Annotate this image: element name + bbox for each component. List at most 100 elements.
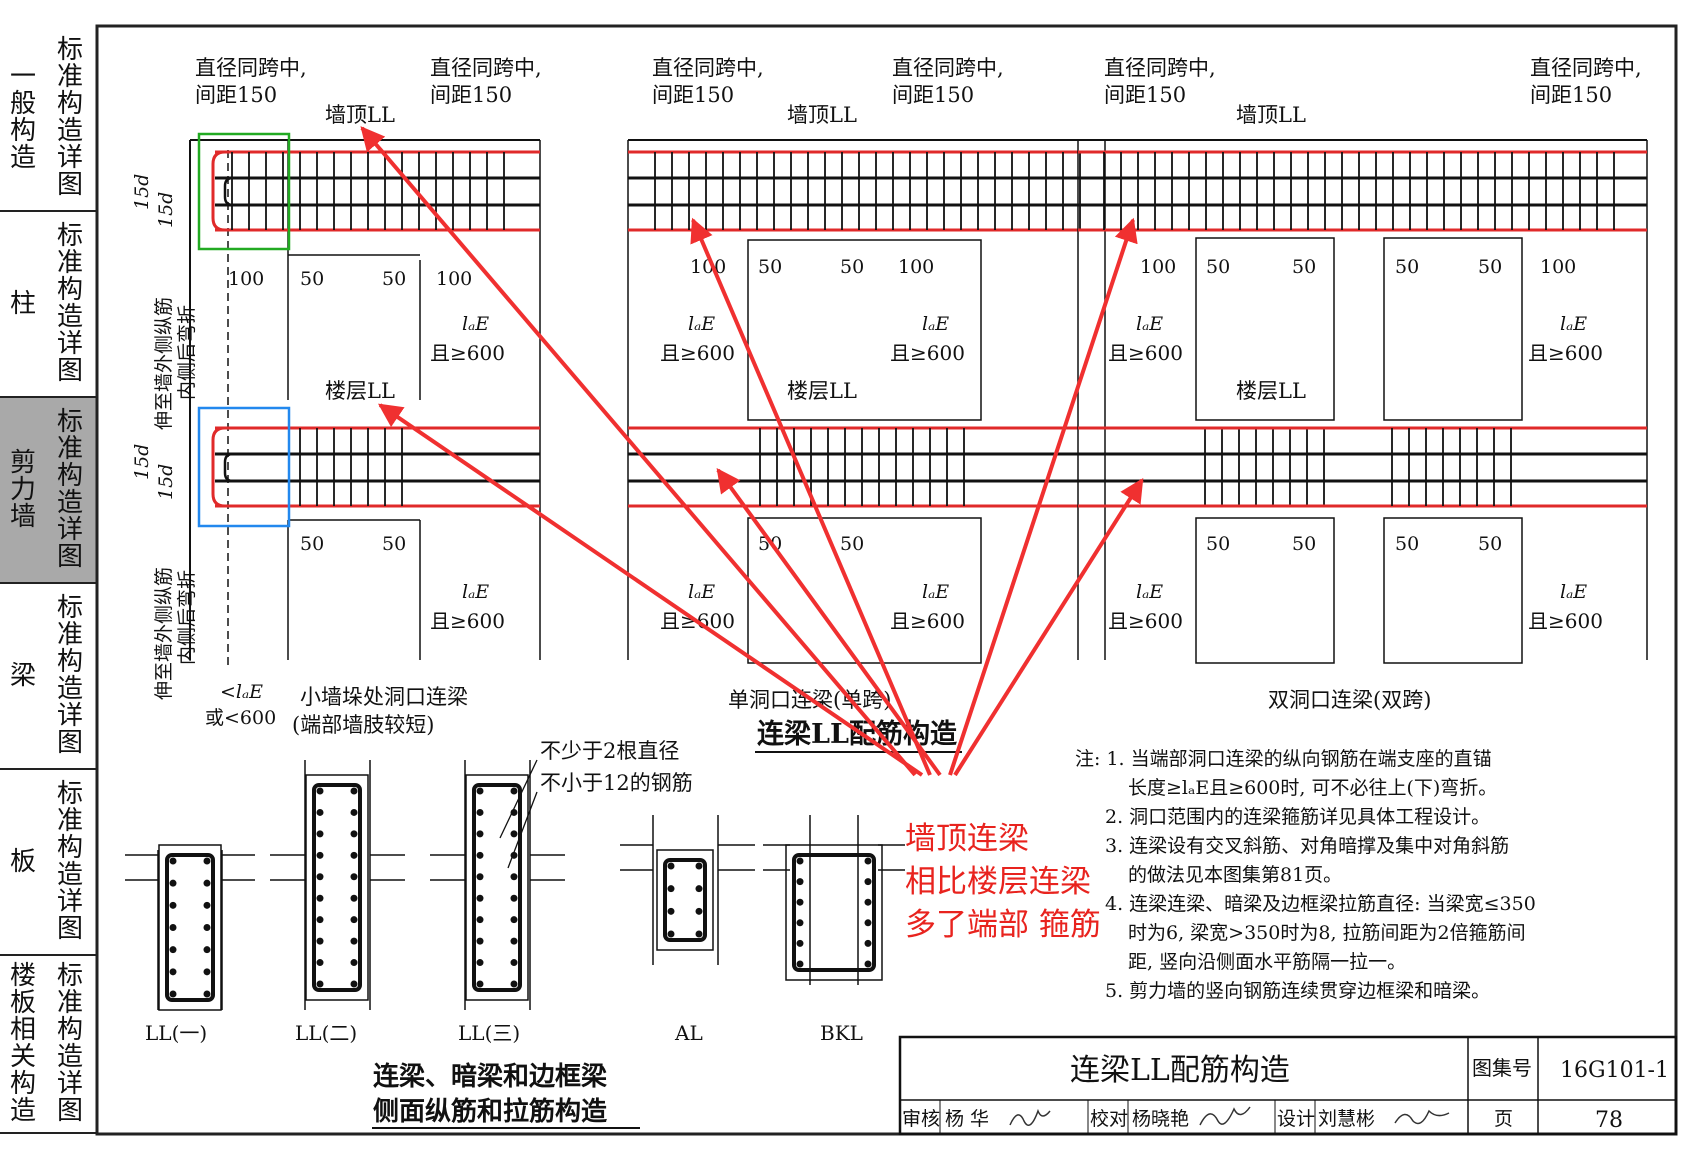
dim-ge600-p2a: 且≥600 [660,341,735,365]
sec-ll2-outline [305,774,369,1001]
panel-double-opening [1077,139,1648,664]
rebar-dot [169,968,177,976]
sidebar-item-0[interactable]: 一般构造标准构造详图 [0,26,97,212]
rebar-dot [510,916,518,924]
note-line-6: 4. 连梁连梁、暗梁及边框梁拉筋直径: 当梁宽≤350 [1105,893,1536,915]
dim-100-p1b: 100 [436,268,472,290]
annotation-line-2: 相比楼层连梁 [905,864,1091,900]
note-line-5: 的做法见本图集第81页。 [1128,864,1342,886]
note-line-9: 5. 剪力墙的竖向钢筋连续贯穿边框梁和暗梁。 [1105,980,1490,1002]
rebar-dot [316,916,324,924]
rebar-dot [476,787,484,795]
dim-15d-a: 15d [131,174,153,210]
dim-ge600-p3d: 且≥600 [1528,609,1603,633]
label-roof-ll-p3: 墙顶LL [1236,103,1306,127]
dim-ge600-p3b: 且≥600 [1528,341,1603,365]
rebar-dot [316,959,324,967]
note-line-4: 3. 连梁设有交叉斜筋、对角暗撑及集中对角斜筋 [1105,835,1509,857]
sidebar-item-4[interactable]: 板标准构造详图 [0,770,97,956]
rebar-dot [316,873,324,881]
label-floor-ll-p2: 楼层LL [787,379,857,403]
dim-100-p2b: 100 [898,256,934,278]
rebar-dot [476,894,484,902]
sidebar-item-1[interactable]: 柱标准构造详图 [0,212,97,398]
sec-ll1-outline [158,844,222,1011]
rebar-dot [350,808,358,816]
annotation-arrow [690,217,932,776]
rebar-dot [864,919,872,927]
label-floor-ll-p1: 楼层LL [325,379,395,403]
rebar-dot [796,878,804,886]
label-floor-ll-p3: 楼层LL [1236,379,1306,403]
annotation-line-1: 墙顶连梁 [905,821,1029,857]
sidebar-item-label: 楼板相关构造 [9,961,36,1126]
dim-50-p2b: 50 [840,256,864,278]
sec-al-stirrup [663,858,707,942]
floor-end-highlight-box [197,406,291,528]
sec-ll2-stirrup [312,783,362,992]
tb-check: 校对 [1090,1108,1128,1130]
rebar-dot [476,873,484,881]
dim-lae-p3b: lₐE [1560,313,1587,335]
dim-50-p3h: 50 [1478,533,1502,555]
annotation-text: 墙顶连梁 相比楼层连梁 多了端部 箍筋 [905,818,1101,947]
sidebar-item-label: 板 [9,846,36,877]
rebar-dot [864,857,872,865]
rebar-dot [350,959,358,967]
sidebar-item-sublabel: 标准构造详图 [56,35,83,200]
label-spacing-p2b: 间距150 [892,83,974,107]
sidebar-item-3[interactable]: 梁标准构造详图 [0,584,97,770]
rebar-dot [350,851,358,859]
rebar-dot [695,885,703,893]
rebar-dot [667,885,675,893]
dim-lae-p2d: lₐE [922,581,949,603]
sec-bkl-stirrup [792,853,876,972]
note-line-3: 2. 洞口范围内的连梁箍筋详见具体工程设计。 [1105,806,1490,828]
rebar-dot [510,937,518,945]
dim-50-p3f: 50 [1292,533,1316,555]
label-sec-ll1: LL(一) [145,1021,207,1045]
rebar-dot [864,898,872,906]
rebar-dot [476,851,484,859]
sidebar-item-2[interactable]: 剪力墙标准构造详图 [0,398,97,584]
tb-review: 审核 [902,1108,940,1130]
dim-50-p3d: 50 [1478,256,1502,278]
rebar-dot [864,960,872,968]
label-extend-outer-2b: 内侧后弯折 [176,570,198,665]
rebar-dot [350,830,358,838]
label-bottom-title-2: 侧面纵筋和拉筋构造 [373,1096,607,1127]
rebar-dot [796,960,804,968]
beam-sections [125,760,905,1011]
rebar-dot [316,937,324,945]
tb-checker: 杨晓艳 [1132,1108,1189,1130]
sec-al-outline [656,849,714,951]
dim-or-lt600: 或<600 [205,707,276,729]
dim-15d-d: 15d [155,464,177,500]
annotation-arrow [378,403,924,777]
sidebar-item-5[interactable]: 楼板相关构造标准构造详图 [0,956,97,1134]
tb-atlas-label: 图集号 [1472,1056,1532,1080]
rebar-dot [510,830,518,838]
rebar-dot [510,873,518,881]
sec-ll3-stirrup [472,783,522,992]
rebar-dot [796,857,804,865]
label-dia-p3b: 直径同跨中, [1530,56,1642,80]
tb-design: 设计 [1277,1108,1315,1130]
sidebar-item-sublabel: 标准构造详图 [56,961,83,1126]
tb-atlas-no: 16G101-1 [1560,1058,1669,1083]
label-dia-p3a: 直径同跨中, [1104,56,1216,80]
label-short-wall-title: 小墙垛处洞口连梁 [300,685,468,709]
sidebar-item-sublabel: 标准构造详图 [56,221,83,386]
annotation-arrow [360,126,917,777]
annotation-arrows [360,126,1144,777]
rebar-dot [350,787,358,795]
rebar-dot [203,857,211,865]
sidebar-item-sublabel: 标准构造详图 [56,593,83,758]
tb-title: 连梁LL配筋构造 [1070,1053,1290,1088]
rebar-dot [203,990,211,998]
label-sec-al: AL [674,1021,703,1045]
label-sec-ll2: LL(二) [295,1021,357,1045]
dim-ge600-p1a: 且≥600 [430,341,505,365]
rebar-dot [476,937,484,945]
